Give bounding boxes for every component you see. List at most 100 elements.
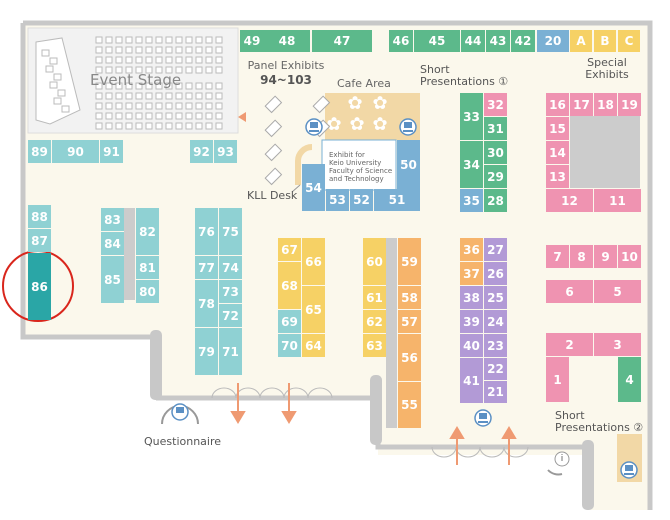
booth-33[interactable]: 33 — [460, 93, 483, 140]
booth-93[interactable]: 93 — [214, 140, 237, 163]
booth-31[interactable]: 31 — [484, 117, 507, 140]
booth-18[interactable]: 18 — [594, 93, 617, 116]
booth-46[interactable]: 46 — [389, 30, 413, 52]
booth-4[interactable]: 4 — [618, 357, 641, 402]
booth-58[interactable]: 58 — [398, 286, 421, 309]
booth-73[interactable]: 73 — [219, 280, 242, 303]
booth-91[interactable]: 91 — [100, 140, 123, 163]
booth-66[interactable]: 66 — [302, 238, 325, 285]
booth-8[interactable]: 8 — [570, 245, 593, 268]
booth-16[interactable]: 16 — [546, 93, 569, 116]
booth-B[interactable]: B — [594, 30, 616, 52]
booth-71[interactable]: 71 — [219, 328, 242, 375]
booth-54[interactable]: 54 — [302, 164, 325, 211]
booth-83[interactable]: 83 — [101, 208, 124, 231]
booth-62[interactable]: 62 — [363, 310, 386, 333]
booth-28[interactable]: 28 — [484, 189, 507, 212]
booth-9[interactable]: 9 — [594, 245, 617, 268]
booth-92[interactable]: 92 — [190, 140, 213, 163]
booth-38[interactable]: 38 — [460, 286, 483, 309]
booth-41[interactable]: 41 — [460, 358, 483, 403]
booth-32[interactable]: 32 — [484, 93, 507, 116]
booth-43[interactable]: 43 — [486, 30, 510, 52]
booth-81[interactable]: 81 — [136, 256, 159, 279]
booth-45[interactable]: 45 — [414, 30, 460, 52]
booth-64[interactable]: 64 — [302, 334, 325, 357]
booth-A[interactable]: A — [570, 30, 592, 52]
booth-51[interactable]: 51 — [374, 189, 420, 211]
booth-85[interactable]: 85 — [101, 256, 124, 303]
booth-44[interactable]: 44 — [461, 30, 485, 52]
booth-61[interactable]: 61 — [363, 286, 386, 309]
booth-17[interactable]: 17 — [570, 93, 593, 116]
booth-26[interactable]: 26 — [484, 262, 507, 285]
booth-19[interactable]: 19 — [618, 93, 641, 116]
booth-1[interactable]: 1 — [546, 357, 569, 402]
booth-12[interactable]: 12 — [546, 189, 593, 212]
booth-80[interactable]: 80 — [136, 280, 159, 303]
booth-63[interactable]: 63 — [363, 334, 386, 357]
booth-57[interactable]: 57 — [398, 310, 421, 333]
booth-89[interactable]: 89 — [28, 140, 51, 163]
booth-47[interactable]: 47 — [312, 30, 372, 52]
booth-37[interactable]: 37 — [460, 262, 483, 285]
booth-84[interactable]: 84 — [101, 232, 124, 255]
booth-15[interactable]: 15 — [546, 117, 569, 140]
booth-27[interactable]: 27 — [484, 238, 507, 261]
booth-65[interactable]: 65 — [302, 286, 325, 333]
booth-70[interactable]: 70 — [278, 334, 301, 357]
booth-24[interactable]: 24 — [484, 310, 507, 333]
booth-60[interactable]: 60 — [363, 238, 386, 285]
booth-68[interactable]: 68 — [278, 262, 301, 309]
booth-59[interactable]: 59 — [398, 238, 421, 285]
booth-13[interactable]: 13 — [546, 165, 569, 188]
booth-72[interactable]: 72 — [219, 304, 242, 327]
booth-14[interactable]: 14 — [546, 141, 569, 164]
booth-11[interactable]: 11 — [594, 189, 641, 212]
info-icon[interactable] — [547, 451, 570, 476]
booth-50[interactable]: 50 — [397, 140, 420, 189]
booth-69[interactable]: 69 — [278, 310, 301, 333]
booth-77[interactable]: 77 — [195, 256, 218, 279]
booth-55[interactable]: 55 — [398, 382, 421, 428]
booth-36[interactable]: 36 — [460, 238, 483, 261]
booth-6[interactable]: 6 — [546, 280, 593, 303]
booth-75[interactable]: 75 — [219, 208, 242, 255]
booth-79[interactable]: 79 — [195, 328, 218, 375]
booth-52[interactable]: 52 — [350, 189, 373, 211]
booth-39[interactable]: 39 — [460, 310, 483, 333]
booth-23[interactable]: 23 — [484, 334, 507, 357]
booth-29[interactable]: 29 — [484, 165, 507, 188]
booth-40[interactable]: 40 — [460, 334, 483, 357]
booth-88[interactable]: 88 — [28, 205, 51, 228]
booth-53[interactable]: 53 — [326, 189, 349, 211]
chair-icon — [165, 36, 173, 44]
booth-78[interactable]: 78 — [195, 280, 218, 327]
booth-3[interactable]: 3 — [594, 333, 641, 356]
booth-49[interactable]: 49 — [240, 30, 264, 52]
booth-82[interactable]: 82 — [136, 208, 159, 255]
booth-67[interactable]: 67 — [278, 238, 301, 261]
booth-74[interactable]: 74 — [219, 256, 242, 279]
chair-icon — [135, 36, 143, 44]
booth-21[interactable]: 21 — [484, 381, 507, 403]
booth-76[interactable]: 76 — [195, 208, 218, 255]
booth-2[interactable]: 2 — [546, 333, 593, 356]
booth-C[interactable]: C — [618, 30, 640, 52]
booth-87[interactable]: 87 — [28, 229, 51, 252]
booth-90[interactable]: 90 — [52, 140, 99, 163]
booth-5[interactable]: 5 — [594, 280, 641, 303]
booth-30[interactable]: 30 — [484, 141, 507, 164]
booth-56[interactable]: 56 — [398, 334, 421, 381]
booth-20[interactable]: 20 — [537, 30, 569, 52]
booth-22[interactable]: 22 — [484, 358, 507, 380]
booth-10[interactable]: 10 — [618, 245, 641, 268]
booth-25[interactable]: 25 — [484, 286, 507, 309]
booth-35[interactable]: 35 — [460, 189, 483, 212]
booth-34[interactable]: 34 — [460, 141, 483, 188]
booth-86[interactable]: 86 — [28, 253, 51, 320]
short-presentations-2-label-line1: Short — [555, 409, 585, 422]
booth-48[interactable]: 48 — [264, 30, 310, 52]
booth-42[interactable]: 42 — [511, 30, 535, 52]
booth-7[interactable]: 7 — [546, 245, 569, 268]
